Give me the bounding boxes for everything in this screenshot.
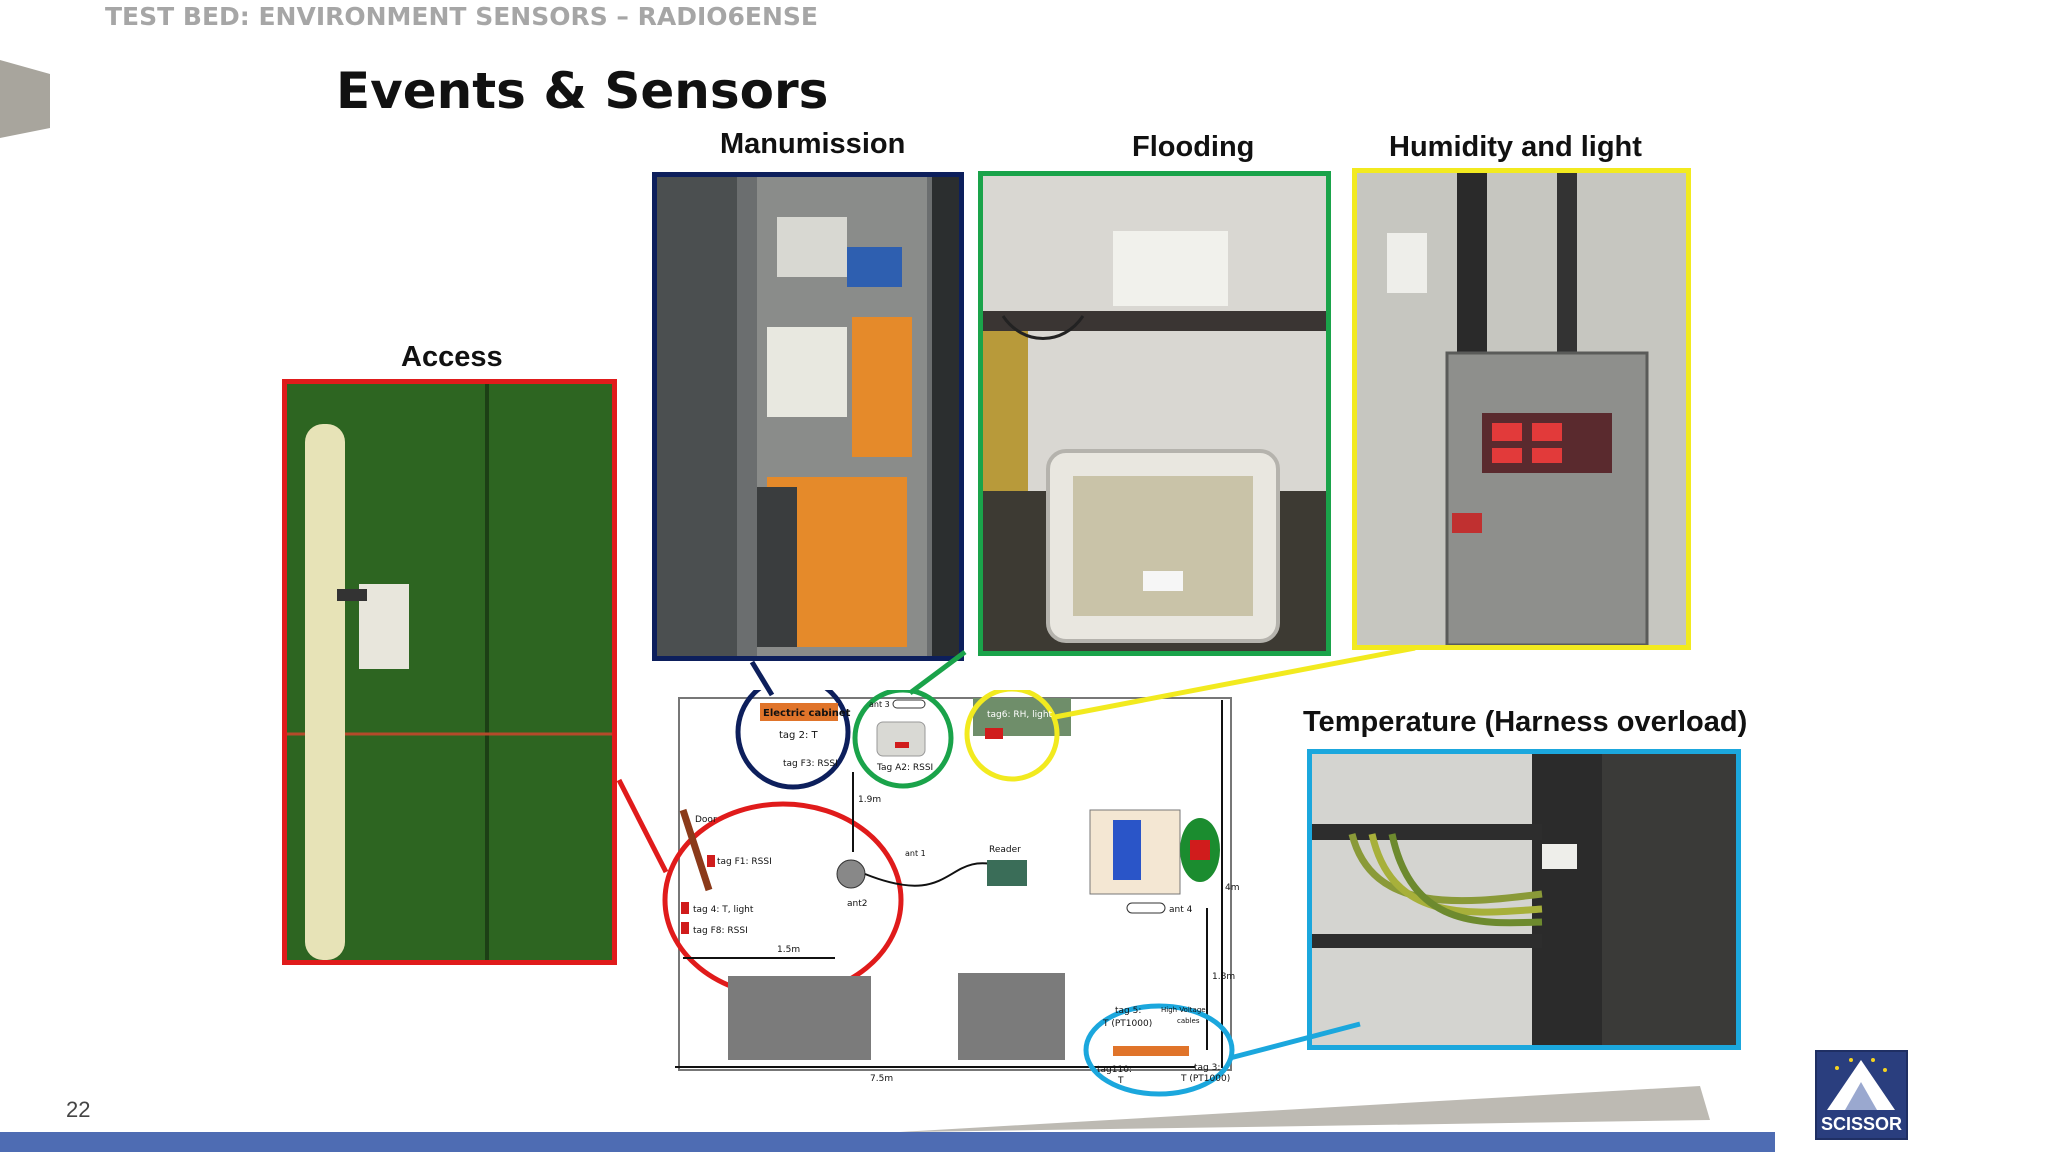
flooding-photo	[978, 171, 1331, 656]
humidity-circle	[964, 690, 1060, 782]
obstacle-left	[728, 976, 871, 1060]
green-marker-tag	[1190, 840, 1210, 860]
scissor-logo: SCISSOR	[1815, 1050, 1908, 1140]
tag4-text: tag 4: T, light	[693, 905, 754, 915]
manumission-label: Manumission	[720, 128, 906, 160]
reader-text: Reader	[989, 845, 1021, 855]
tag5-text: tag 5:	[1115, 1006, 1141, 1016]
obstacle-right	[958, 973, 1065, 1060]
logo-mountain-icon	[1827, 1058, 1895, 1110]
tag-f8-marker	[681, 922, 689, 934]
temperature-photo	[1307, 749, 1741, 1050]
ant1-text: ant 1	[905, 849, 926, 858]
tag-f3-text: tag F3: RSSI	[783, 759, 838, 769]
tag3-text: tag 3:	[1194, 1063, 1220, 1073]
temperature-label: Temperature (Harness overload)	[1303, 706, 1748, 738]
footer-bar	[0, 1132, 1775, 1152]
dist-15-text: 1.5m	[777, 945, 800, 955]
decorative-bottom-shape	[900, 1086, 1710, 1132]
ant-device	[836, 859, 866, 889]
tag2-text: tag 2: T	[779, 730, 818, 741]
tag-a2-marker	[895, 742, 909, 748]
reader-cable	[864, 862, 1001, 887]
pt1000-cable	[1113, 1046, 1189, 1056]
ant3-text: ant 3	[869, 700, 890, 709]
manumission-circle	[735, 690, 851, 790]
ant4-shape	[1126, 902, 1166, 914]
flood-basin	[876, 721, 926, 757]
dist-19-text: 1.9m	[858, 795, 881, 805]
reader-device	[987, 860, 1027, 886]
flooding-circle	[852, 690, 954, 789]
tag4-marker	[681, 902, 689, 914]
slide-title: Events & Sensors	[336, 62, 829, 120]
tag-f1-text: tag F1: RSSI	[717, 857, 772, 867]
floor-plan-diagram: Electric cabinet tag 2: T tag F3: RSSI T…	[662, 690, 1240, 1097]
dist-18-text: 1.8m	[1212, 972, 1235, 982]
tag-a2-text: Tag A2: RSSI	[876, 763, 933, 773]
ant2-text: ant2	[847, 899, 867, 909]
tag110-text: tag110:	[1097, 1065, 1132, 1075]
page-number: 22	[66, 1097, 91, 1122]
humidity-light-label: Humidity and light	[1389, 131, 1642, 163]
door-shape	[679, 808, 713, 892]
electric-cabinet-box	[760, 703, 838, 721]
server-screen	[1113, 820, 1141, 880]
access-photo	[282, 379, 617, 965]
tag-f8-text: tag F8: RSSI	[693, 926, 748, 936]
electric-cabinet-text: Electric cabinet	[763, 708, 851, 719]
decorative-tab-shape	[0, 60, 50, 138]
high-voltage-text: High Voltage	[1161, 1006, 1206, 1014]
tag3-t-text: T (PT1000)	[1180, 1074, 1230, 1084]
tag6-text: tag6: RH, light	[987, 710, 1053, 720]
tag110-t-text: T	[1117, 1076, 1124, 1086]
dist-4-text: 4m	[1225, 883, 1240, 893]
section-header: TEST BED: ENVIRONMENT SENSORS – RADIO6EN…	[105, 2, 819, 31]
tag6-marker	[985, 728, 1003, 739]
logo-text: SCISSOR	[1820, 1114, 1903, 1134]
flooding-label: Flooding	[1132, 131, 1255, 163]
door-text: Door	[695, 815, 717, 825]
access-label: Access	[401, 341, 503, 373]
ant3-shape	[892, 699, 926, 709]
humidity-light-photo	[1352, 168, 1691, 650]
ant4-text: ant 4	[1169, 905, 1193, 915]
manumission-photo	[652, 172, 964, 661]
dist-75-text: 7.5m	[870, 1074, 893, 1084]
tag5-t-text: T (PT1000)	[1102, 1019, 1152, 1029]
tag-f1-marker	[707, 855, 715, 867]
cables-text: cables	[1177, 1017, 1200, 1025]
